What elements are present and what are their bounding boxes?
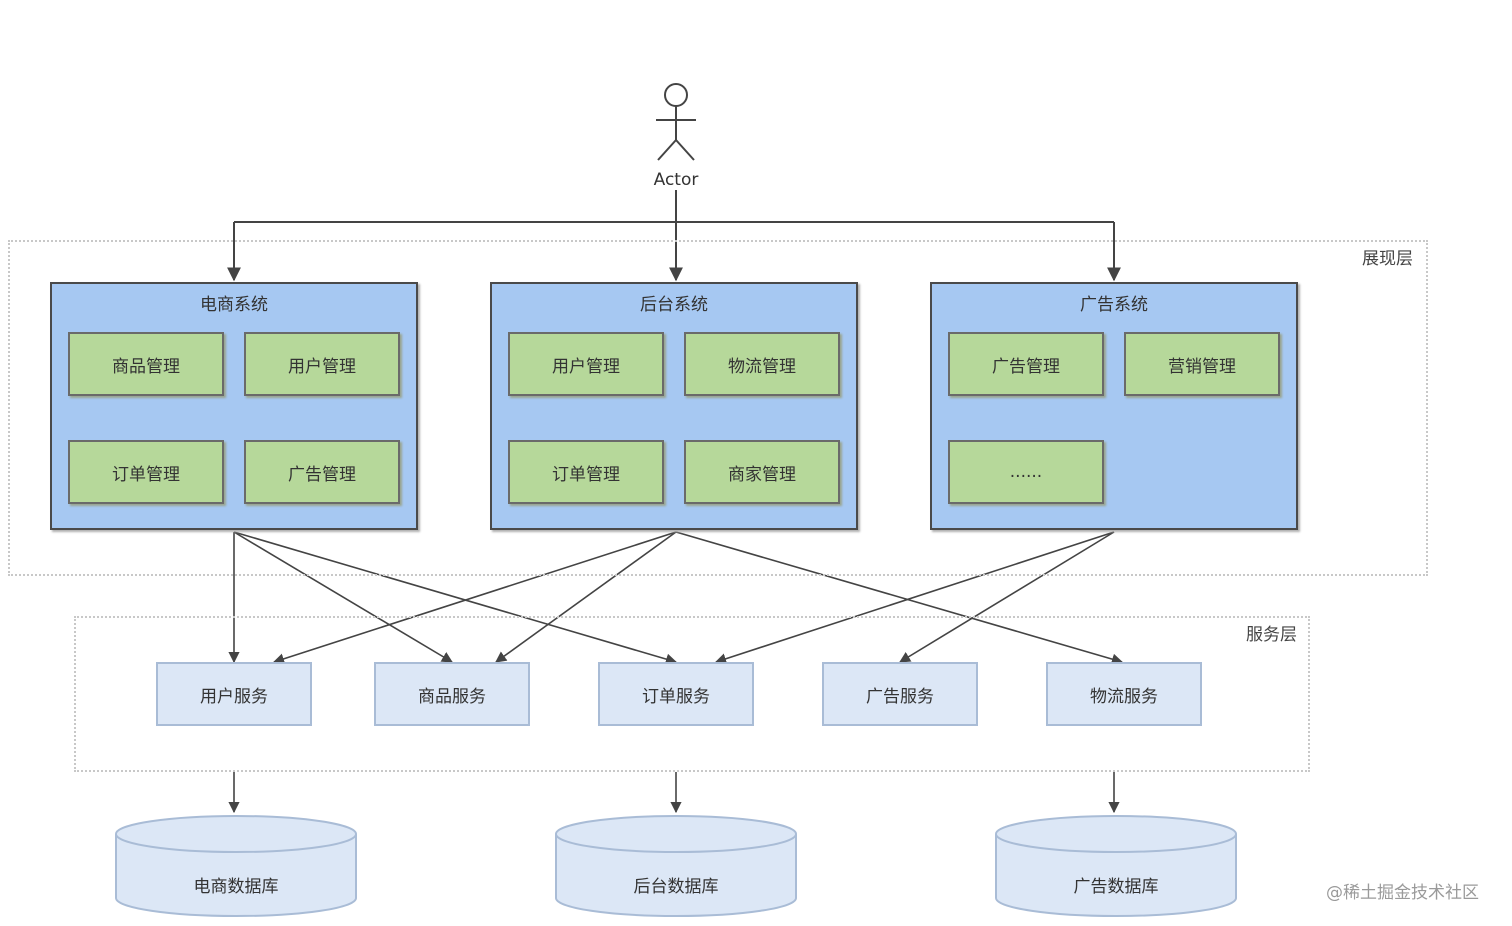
module-order-management: 订单管理 bbox=[68, 440, 224, 504]
database-label: 电商数据库 bbox=[193, 877, 279, 897]
watermark: @稀土掘金技术社区 bbox=[1326, 883, 1479, 903]
module-ad-management: 广告管理 bbox=[244, 440, 400, 504]
module-merchant-management: 商家管理 bbox=[684, 440, 840, 504]
ecommerce-to-order-service-arrow bbox=[233, 531, 678, 665]
database-backend: 后台数据库 bbox=[556, 816, 796, 916]
ads-to-ad-service-arrow bbox=[899, 531, 1115, 663]
actor-icon bbox=[656, 83, 696, 161]
database-ecommerce: 电商数据库 bbox=[116, 816, 356, 916]
backend-system: 后台系统 用户管理 物流管理 订单管理 商家管理 bbox=[490, 282, 858, 530]
module-user-management: 用户管理 bbox=[508, 332, 664, 396]
presentation-layer-label: 展现层 bbox=[1362, 249, 1413, 269]
module-more: ...... bbox=[948, 440, 1104, 504]
ads-to-order-service-arrow bbox=[714, 531, 1115, 665]
actor-label: Actor bbox=[653, 170, 699, 190]
database-label: 广告数据库 bbox=[1073, 877, 1159, 897]
service-logistics: 物流服务 bbox=[1046, 662, 1202, 726]
ads-system: 广告系统 广告管理 营销管理 ...... bbox=[930, 282, 1298, 530]
system-title: 后台系统 bbox=[640, 295, 708, 315]
database-ads: 广告数据库 bbox=[996, 816, 1236, 916]
module-logistics-management: 物流管理 bbox=[684, 332, 840, 396]
service-user: 用户服务 bbox=[156, 662, 312, 726]
service-layer-label: 服务层 bbox=[1246, 625, 1297, 645]
module-user-management: 用户管理 bbox=[244, 332, 400, 396]
service-layer bbox=[74, 616, 1310, 772]
module-order-management: 订单管理 bbox=[508, 440, 664, 504]
ecommerce-system: 电商系统 商品管理 用户管理 订单管理 广告管理 bbox=[50, 282, 418, 530]
backend-to-user-service-arrow bbox=[272, 531, 677, 665]
database-cylinder-ads bbox=[995, 815, 1237, 917]
service-product: 商品服务 bbox=[374, 662, 530, 726]
module-product-management: 商品管理 bbox=[68, 332, 224, 396]
presentation-layer bbox=[8, 240, 1428, 576]
backend-to-product-service-arrow bbox=[495, 531, 677, 663]
database-cylinder-backend bbox=[555, 815, 797, 917]
database-label: 后台数据库 bbox=[633, 877, 719, 897]
service-ad: 广告服务 bbox=[822, 662, 978, 726]
system-title: 电商系统 bbox=[200, 295, 268, 315]
backend-to-logistics-service-arrow bbox=[675, 531, 1124, 665]
module-ad-management: 广告管理 bbox=[948, 332, 1104, 396]
module-marketing-management: 营销管理 bbox=[1124, 332, 1280, 396]
database-cylinder-ecommerce bbox=[115, 815, 357, 917]
service-order: 订单服务 bbox=[598, 662, 754, 726]
ecommerce-to-product-service-arrow bbox=[233, 531, 453, 663]
system-title: 广告系统 bbox=[1080, 295, 1148, 315]
